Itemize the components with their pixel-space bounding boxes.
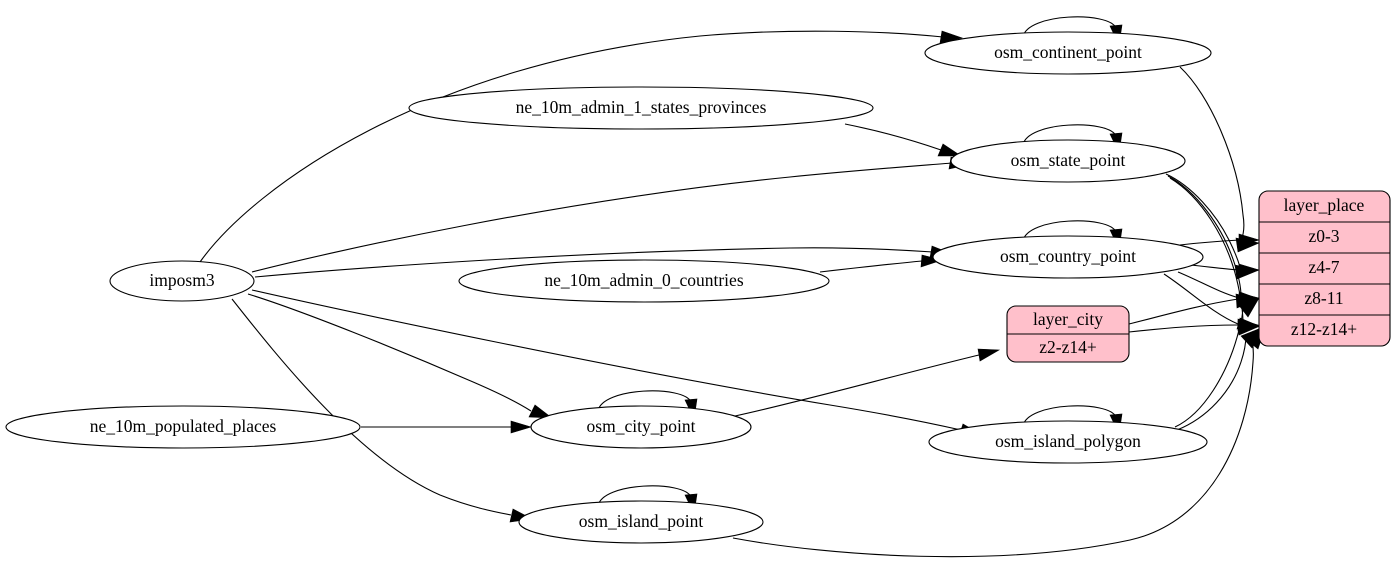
edge-osm_state_point-to-layer_place-z4-7 [1165, 173, 1241, 268]
node-ellipse[interactable] [928, 420, 1208, 464]
edge-osm_state_point-to-layer_place-z8-11 [1167, 175, 1242, 297]
edge-osm_country_point-to-layer_place-z8-11 [1177, 271, 1240, 299]
node-ellipse[interactable] [924, 31, 1212, 75]
edge-osm_island_polygon-to-layer_place-z12-z14 [1176, 334, 1247, 431]
node-osm_continent_point[interactable]: osm_continent_point [924, 31, 1212, 75]
node-osm_state_point[interactable]: osm_state_point [950, 139, 1186, 183]
edge-layer_city-to-layer_place-z12-z14 [1128, 324, 1239, 333]
edge-osm_country_point-to-layer_place-z0-3 [1179, 239, 1241, 246]
layer_place-title: layer_place [1284, 195, 1365, 215]
node-osm_island_point[interactable]: osm_island_point [518, 500, 764, 544]
node-osm_city_point[interactable]: osm_city_point [530, 405, 752, 449]
self-loop-osm_state_point [1022, 124, 1117, 146]
edge-ne_states-to-osm_state_point [844, 123, 942, 151]
arrowhead-icon [1237, 318, 1260, 332]
node-label: osm_city_point [587, 416, 696, 436]
edge-imposm3-to-osm_continent_point [199, 30, 944, 263]
node-ellipse[interactable] [518, 500, 764, 544]
edge-imposm3-to-osm_country_point [254, 247, 934, 278]
edge-osm_island_polygon-to-layer_place-z8-11 [1174, 301, 1244, 428]
node-imposm3[interactable]: imposm3 [109, 260, 255, 302]
layer_place-row-z0-3[interactable]: z0-3 [1308, 226, 1339, 246]
arrowhead-icon [977, 348, 1001, 362]
node-layer_place[interactable]: layer_place z0-3 z4-7 z8-11 z12-z14+ [1258, 190, 1391, 347]
layer_place-row-z8-11[interactable]: z8-11 [1304, 288, 1343, 308]
node-label: ne_10m_admin_1_states_provinces [516, 97, 767, 117]
self-loop-osm_country_point [1022, 220, 1117, 242]
node-layer: imposm3 ne_10m_admin_1_states_provinces … [5, 31, 1391, 544]
edge-osm_continent_point-to-layer_place-z0-3 [1179, 66, 1245, 242]
node-ellipse[interactable] [408, 86, 874, 130]
arrowhead-icon [1238, 292, 1261, 306]
arrowhead-icon [920, 254, 944, 268]
layer_city-title: layer_city [1033, 309, 1103, 329]
edge-osm_island_point-to-layer_place-z12-z14 [732, 337, 1254, 558]
node-osm_island_polygon[interactable]: osm_island_polygon [928, 420, 1208, 464]
layer_city-row-z2-z14[interactable]: z2-z14+ [1039, 337, 1097, 357]
edge-osm_city_point-to-layer_city [734, 354, 980, 417]
edge-layer_city-to-layer_place-z8-11 [1128, 298, 1239, 325]
node-label: imposm3 [149, 270, 214, 290]
node-label: osm_country_point [1000, 246, 1136, 266]
edge-ne_countries-to-osm_country_point [819, 260, 923, 273]
arrowhead-icon [510, 420, 533, 434]
edge-imposm3-to-osm_island_point [231, 298, 512, 516]
arrowhead-icon [1238, 263, 1261, 277]
node-ne_10m_admin_0_countries[interactable]: ne_10m_admin_0_countries [458, 259, 830, 303]
layer_place-row-z4-7[interactable]: z4-7 [1308, 257, 1339, 277]
layer_place-row-z12-z14[interactable]: z12-z14+ [1291, 319, 1357, 339]
arrowhead-icon [1238, 233, 1261, 247]
node-ellipse[interactable] [950, 139, 1186, 183]
edge-imposm3-to-osm_island_polygon [251, 289, 962, 431]
node-label: ne_10m_admin_0_countries [544, 270, 743, 290]
node-ne_10m_admin_1_states_provinces[interactable]: ne_10m_admin_1_states_provinces [408, 86, 874, 130]
self-loop-osm_continent_point [1022, 16, 1117, 38]
node-layer_city[interactable]: layer_city z2-z14+ [1006, 305, 1130, 363]
node-label: ne_10m_populated_places [90, 416, 277, 436]
node-label: osm_state_point [1011, 150, 1126, 170]
self-loop-osm_island_polygon [1022, 405, 1117, 427]
node-ellipse[interactable] [458, 259, 830, 303]
self-loop-osm_city_point [597, 390, 692, 412]
edge-imposm3-to-osm_state_point [251, 162, 953, 273]
node-label: osm_island_point [579, 511, 704, 531]
node-ne_10m_populated_places[interactable]: ne_10m_populated_places [5, 405, 361, 449]
edge-osm_country_point-to-layer_place-z4-7 [1189, 264, 1240, 271]
node-label: osm_continent_point [994, 42, 1142, 62]
node-ellipse[interactable] [5, 405, 361, 449]
node-ellipse[interactable] [109, 260, 255, 302]
self-loop-osm_island_point [597, 485, 692, 507]
node-ellipse[interactable] [932, 235, 1204, 279]
arrowhead-icon [528, 404, 553, 419]
record-box[interactable] [1258, 190, 1391, 347]
edge-imposm3-to-osm_city_point [247, 293, 532, 412]
arrowhead-icon [937, 143, 962, 157]
node-ellipse[interactable] [530, 405, 752, 449]
node-label: osm_island_polygon [995, 431, 1141, 451]
node-osm_country_point[interactable]: osm_country_point [932, 235, 1204, 279]
edge-osm_country_point-to-layer_place-z12-z14 [1163, 273, 1239, 325]
edge-layer [199, 30, 1266, 558]
